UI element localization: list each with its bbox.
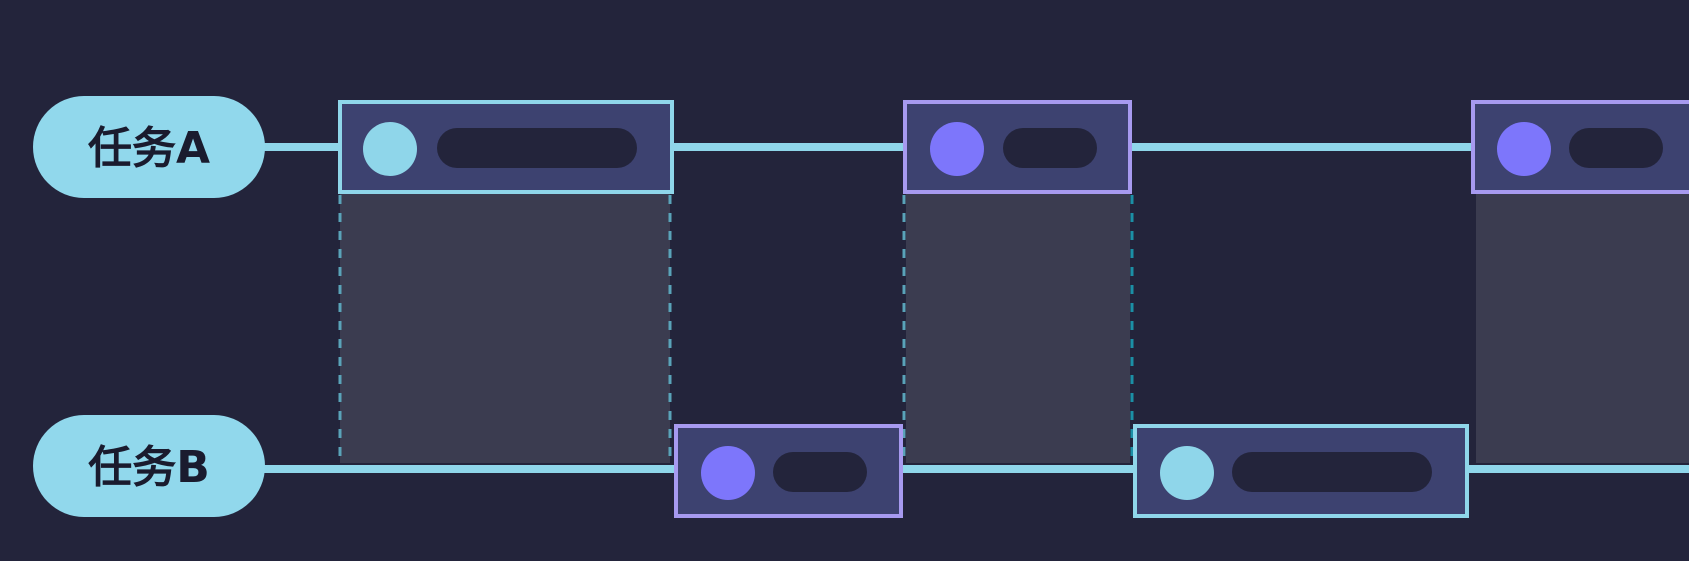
execution-block: [903, 100, 1132, 194]
content-bar: [437, 128, 637, 168]
execution-block: [674, 424, 903, 518]
task-label-text: 任务B: [88, 442, 210, 493]
task-label-text: 任务A: [88, 123, 210, 174]
execution-block: [338, 100, 674, 194]
status-dot: [1160, 446, 1214, 500]
execution-block: [1471, 100, 1689, 194]
idle-shadow-3: [1476, 193, 1689, 463]
content-bar: [1003, 128, 1097, 168]
status-dot: [1497, 122, 1551, 176]
content-bar: [1569, 128, 1663, 168]
status-dot: [701, 446, 755, 500]
shadow-layer: [340, 193, 1689, 463]
status-dot: [930, 122, 984, 176]
task-label-a: 任务A: [33, 96, 265, 198]
status-dot: [363, 122, 417, 176]
content-bar: [1232, 452, 1432, 492]
label-pill: [33, 415, 265, 517]
dash-layer: [338, 195, 1134, 465]
label-pill: [33, 96, 265, 198]
content-bar: [773, 452, 867, 492]
task-label-b: 任务B: [33, 415, 265, 517]
idle-shadow-2: [906, 193, 1130, 463]
idle-shadow-1: [340, 193, 670, 463]
execution-block: [1133, 424, 1469, 518]
